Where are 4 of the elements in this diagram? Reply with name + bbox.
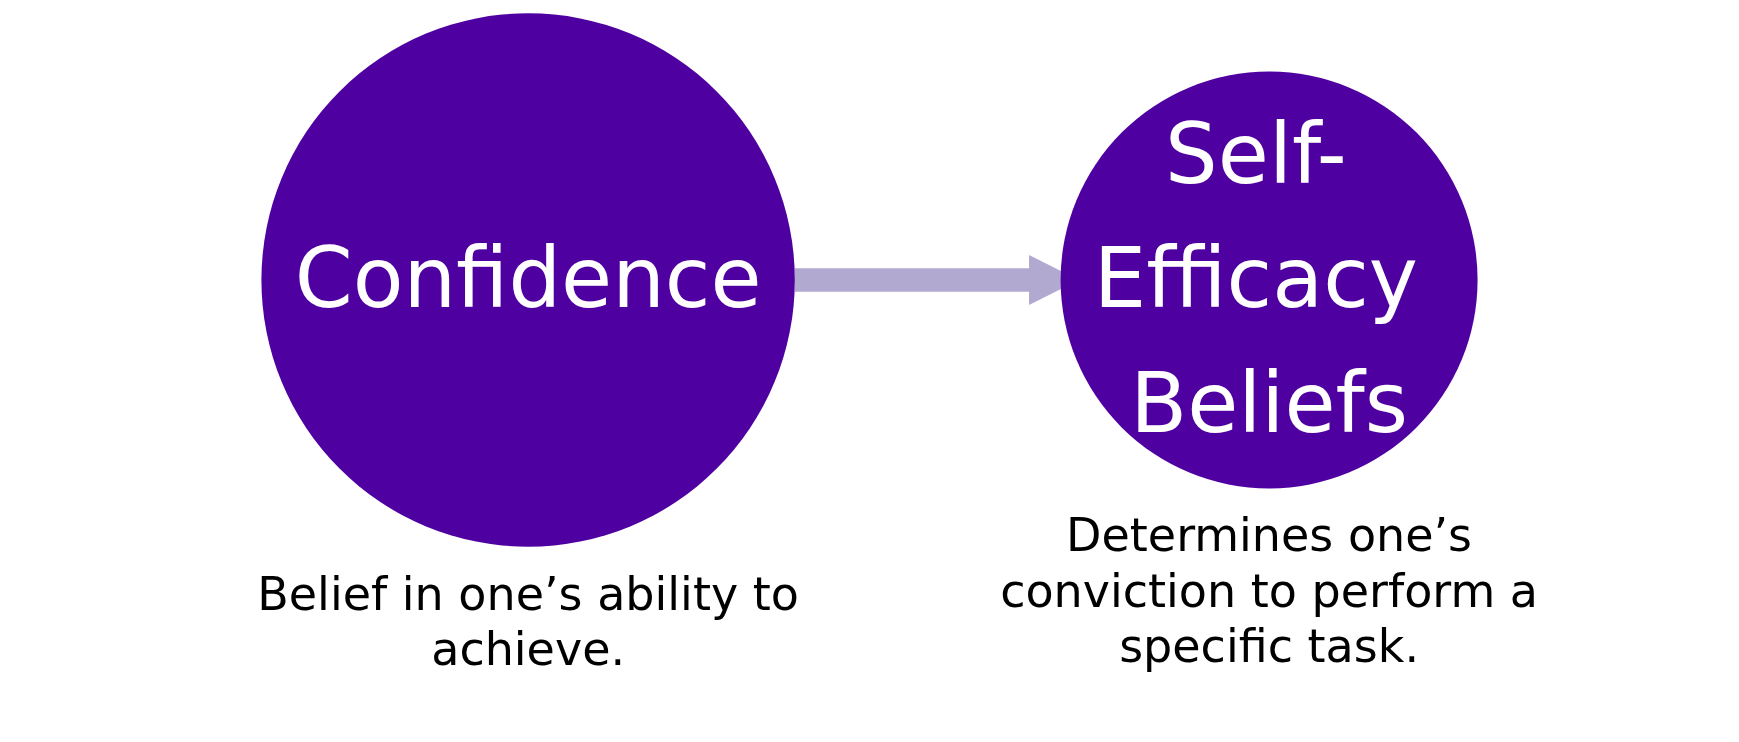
node-circle [1060,71,1478,489]
node-circle [261,13,795,547]
node-caption: Belief in one’s ability to achieve. [256,566,800,678]
node-caption: Determines one’s conviction to perform a specific task. [999,508,1540,675]
